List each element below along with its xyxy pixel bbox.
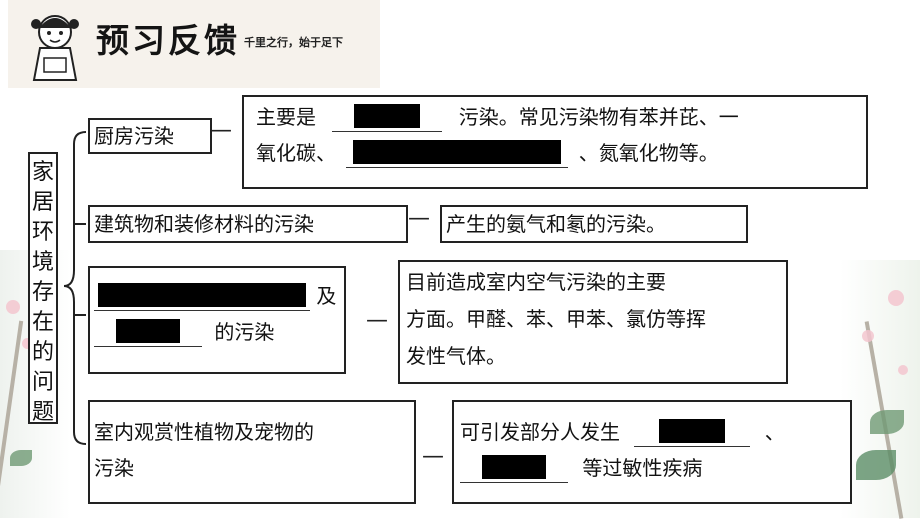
right-decoration (840, 260, 920, 519)
answer-blank (460, 455, 568, 483)
section-title: 预习反馈 (96, 21, 240, 60)
answer-blank (94, 283, 310, 311)
answer-blank (94, 319, 202, 347)
connector: — (408, 206, 430, 231)
detail-kitchen: 主要是 污染。常见污染物有苯并芘、一 氧化碳、 、氮氧化物等。 (242, 95, 868, 189)
category-kitchen: 厨房污染 (88, 118, 212, 154)
student-reading-icon (31, 15, 79, 81)
category-blank-pollution: 及 的污染 (88, 266, 346, 374)
detail-building-materials: 产生的氨气和氡的污染。 (440, 205, 748, 243)
grouping-brace (63, 131, 87, 445)
detail-main-source: 目前造成室内空气污染的主要 方面。甲醛、苯、甲苯、氯仿等挥 发性气体。 (398, 260, 788, 384)
section-subtitle: 千里之行，始于足下 (244, 36, 343, 49)
answer-blank (634, 419, 751, 447)
root-label: 家居环 境存在 的问题 (28, 152, 58, 425)
answer-blank (346, 140, 569, 168)
connector: — (422, 444, 444, 469)
category-building-materials: 建筑物和装修材料的污染 (88, 205, 408, 243)
connector: — (210, 118, 232, 143)
answer-blank (332, 104, 443, 132)
header-banner: 预习反馈 千里之行，始于足下 (8, 0, 380, 88)
connector: — (366, 308, 388, 333)
category-plants-pets: 室内观赏性植物及宠物的 污染 (88, 400, 416, 504)
detail-allergy: 可引发部分人发生 、 等过敏性疾病 (452, 400, 852, 504)
